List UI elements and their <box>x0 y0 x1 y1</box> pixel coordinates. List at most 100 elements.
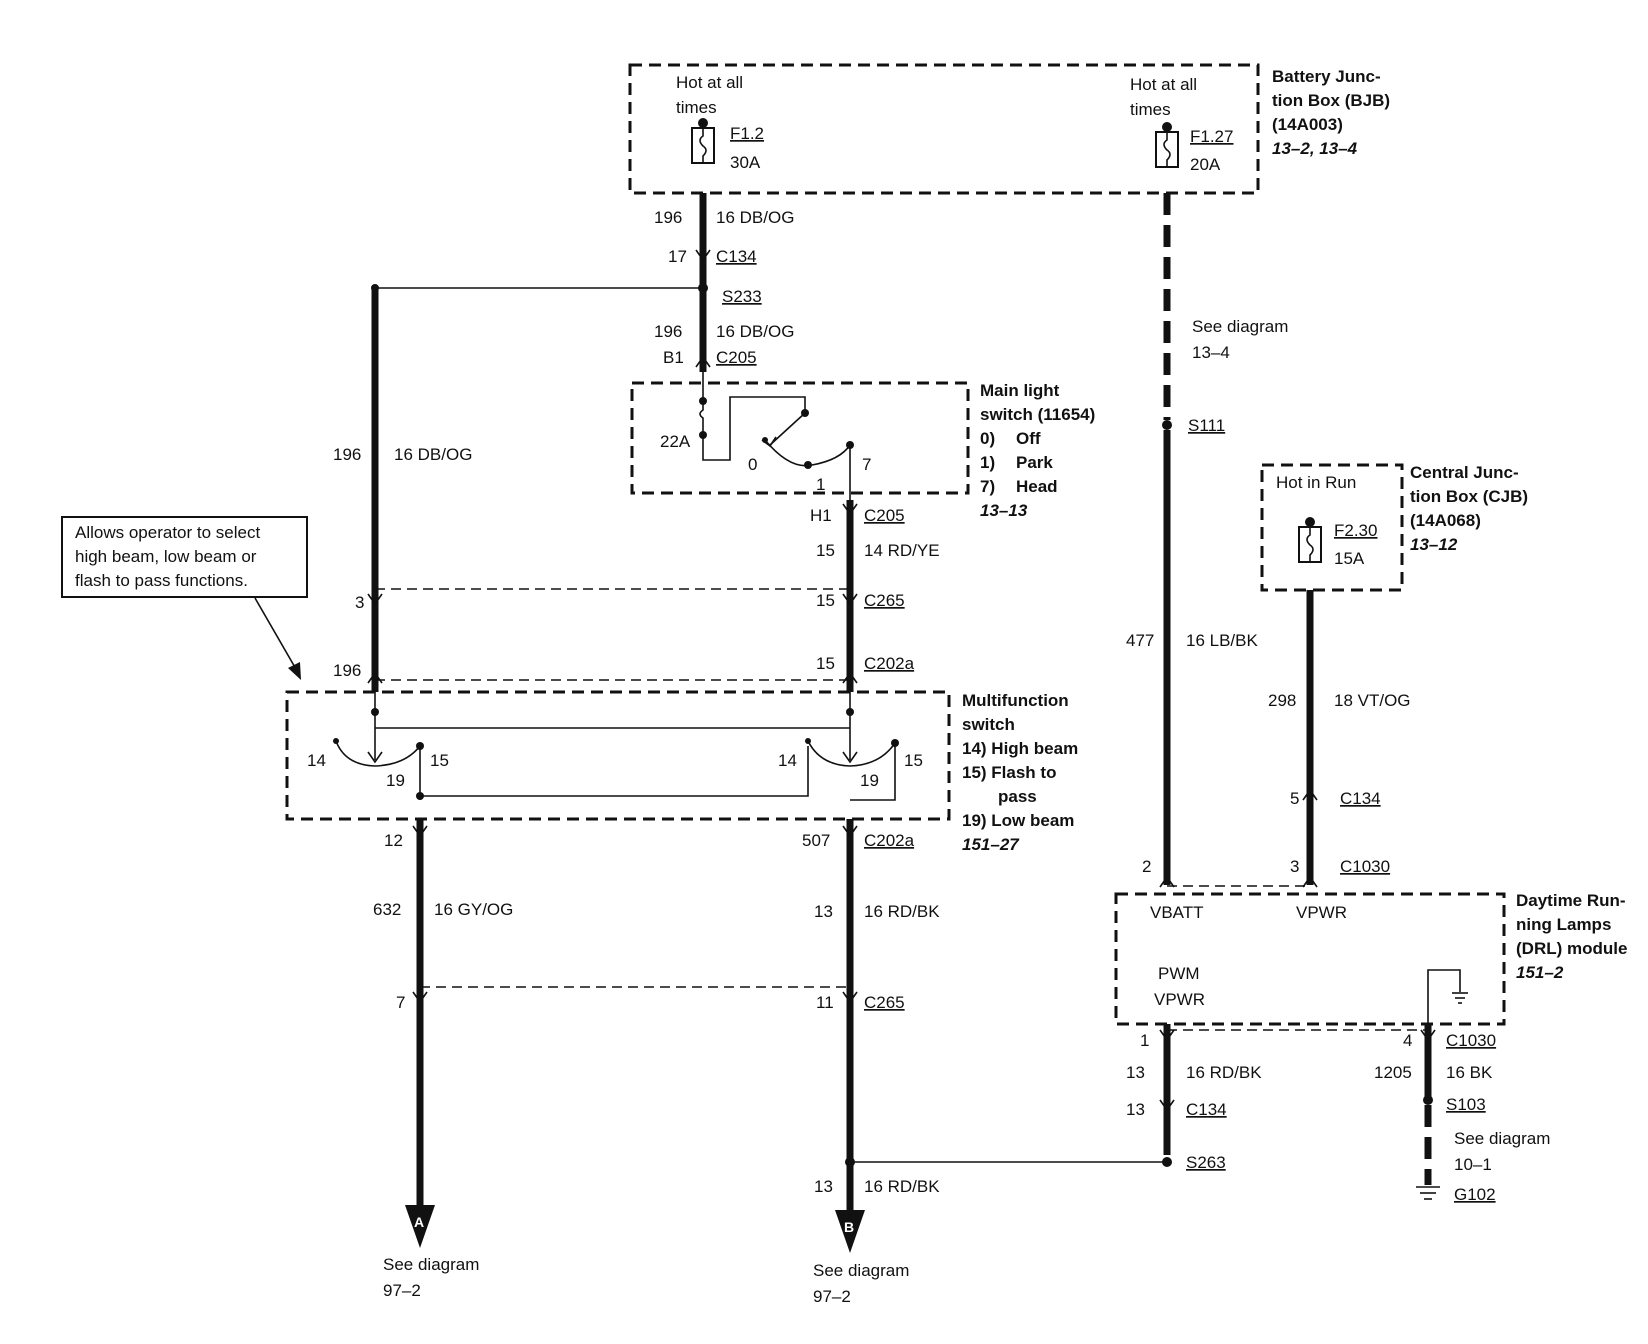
fuse-f2-30-terminal <box>1305 517 1315 527</box>
mf-left-label-19: 19 <box>386 771 405 790</box>
cjb-hot: Hot in Run <box>1276 473 1356 492</box>
callout-line-1: Allows operator to select <box>75 523 260 542</box>
mf-right-label-14: 14 <box>778 751 797 770</box>
c265-pin-11-icon <box>842 991 858 1004</box>
wire-196-mid-spec: 16 DB/OG <box>716 322 794 341</box>
mf-cross-wire <box>420 746 809 797</box>
multifunction-switch-box <box>285 690 951 821</box>
mf-right-label-19: 19 <box>860 771 879 790</box>
drl-ground-icon <box>1427 969 1468 1034</box>
callout-line-2: high beam, low beam or <box>75 547 257 566</box>
bjb-hot2-line1: Hot at all <box>1130 75 1197 94</box>
wire-477-circuit: 477 <box>1126 631 1154 650</box>
fuse-f1-27-icon <box>1155 131 1179 168</box>
c1030-pin-3: 3 <box>1290 857 1299 876</box>
offpage-a-text-1: See diagram <box>383 1255 479 1274</box>
wire-13-bottom-spec: 16 RD/BK <box>864 1177 940 1196</box>
c205-h1-icon <box>842 503 858 516</box>
c265-pin-11: 11 <box>816 993 834 1012</box>
bjb-hot1-line1: Hot at all <box>676 73 743 92</box>
c265-pin-15-icon <box>842 593 858 606</box>
c1030-label-top: C1030 <box>1340 857 1390 876</box>
breaker-22a-label: 22A <box>660 432 691 451</box>
main-switch-pos-1-key: 1) <box>980 453 995 472</box>
main-switch-bus <box>702 396 806 461</box>
c202a-pin-15: 15 <box>816 654 835 673</box>
offpage-b-text-1: See diagram <box>813 1261 909 1280</box>
g102-ground-icon <box>1416 1186 1440 1200</box>
c1030-pin-3-icon <box>1302 875 1318 888</box>
wire-1205-circuit: 1205 <box>1374 1063 1412 1082</box>
fuse-f1-27-terminal <box>1162 122 1172 132</box>
c134-label: C134 <box>716 247 757 266</box>
main-switch-ref: 13–13 <box>980 501 1028 520</box>
c265-pin-7: 7 <box>396 993 405 1012</box>
c134-b-label: C134 <box>1340 789 1381 808</box>
main-switch-pos-7-val: Head <box>1016 477 1058 496</box>
bjb-title-line2: tion Box (BJB) <box>1272 91 1390 110</box>
c265-pin-3-icon <box>367 593 383 606</box>
c134-pin-17-icon <box>695 249 711 262</box>
fuse-f1-2-terminal <box>698 118 708 128</box>
wire-196-left-circuit: 196 <box>333 445 361 464</box>
drl-pin-pwm: PWM <box>1158 964 1200 983</box>
c1030-pin-1-icon <box>1159 1029 1175 1042</box>
bjb-box <box>628 63 1260 195</box>
c205-b1-pin: B1 <box>663 348 684 367</box>
drl-ref: 151–2 <box>1516 963 1564 982</box>
c265-pin-15: 15 <box>816 591 835 610</box>
callout-line-3: flash to pass functions. <box>75 571 248 590</box>
bjb-hot1-line2: times <box>676 98 717 117</box>
main-switch-pos-1-val: Park <box>1016 453 1053 472</box>
main-switch-title-1: Main light <box>980 381 1060 400</box>
s111-splice-dot <box>1162 420 1172 430</box>
fuse-f1-2-name: F1.2 <box>730 124 764 143</box>
mf-pos-15-cont: pass <box>998 787 1037 806</box>
offpage-a-letter: A <box>414 1214 424 1230</box>
cjb-title-line3: (14A068) <box>1410 511 1481 530</box>
c1030-pin-2-icon <box>1159 875 1175 888</box>
c202a-pin-196: 196 <box>333 661 361 680</box>
cjb-title-line2: tion Box (CJB) <box>1410 487 1528 506</box>
mf-ref: 151–27 <box>962 835 1020 854</box>
drl-title-3: (DRL) module <box>1516 939 1627 958</box>
wire-13-circuit: 13 <box>814 902 833 921</box>
mf-left-label-15: 15 <box>430 751 449 770</box>
drl-module-box <box>1114 892 1506 1026</box>
wire-13-bottom-circuit: 13 <box>814 1177 833 1196</box>
offpage-b-arrow-icon <box>835 1210 865 1253</box>
c1030-pin-2: 2 <box>1142 857 1151 876</box>
mf-right-wiper <box>807 740 896 767</box>
mf-right-arrow-icon <box>842 751 858 764</box>
callout-arrow-icon <box>288 662 301 680</box>
c205-b1-icon <box>695 355 711 368</box>
s263-label: S263 <box>1186 1153 1226 1172</box>
fuse-f1-27-rating: 20A <box>1190 155 1221 174</box>
contact-7-label: 7 <box>862 455 871 474</box>
main-switch-title-2: switch (11654) <box>980 405 1095 424</box>
c202a-pin-12: 12 <box>384 831 403 850</box>
wire-477-spec: 16 LB/BK <box>1186 631 1258 650</box>
c1030-pin-1: 1 <box>1140 1031 1149 1050</box>
c205-label-bottom: C205 <box>864 506 905 525</box>
mf-right-out <box>850 743 896 801</box>
c1030-pin-4-icon <box>1420 1029 1436 1042</box>
mf-left-label-14: 14 <box>307 751 326 770</box>
s233-label: S233 <box>722 287 762 306</box>
main-switch-pos-0-key: 0) <box>980 429 995 448</box>
mf-pos-14: 14) High beam <box>962 739 1078 758</box>
g102-label: G102 <box>1454 1185 1496 1204</box>
s103-splice-dot <box>1423 1095 1433 1105</box>
see-diagram-13-4-line2: 13–4 <box>1192 343 1230 362</box>
callout-box <box>61 516 308 598</box>
s103-label: S103 <box>1446 1095 1486 1114</box>
main-switch-pos-0-val: Off <box>1016 429 1041 448</box>
main-switch-pos-7-key: 7) <box>980 477 995 496</box>
see-diagram-13-4-line1: See diagram <box>1192 317 1288 336</box>
mf-title-1: Multifunction <box>962 691 1069 710</box>
mf-left-wiper <box>335 740 421 767</box>
wire-13-drl-spec: 16 RD/BK <box>1186 1063 1262 1082</box>
c265-pin-7-icon <box>412 991 428 1004</box>
drl-title-2: ning Lamps <box>1516 915 1611 934</box>
wire-13-spec: 16 RD/BK <box>864 902 940 921</box>
